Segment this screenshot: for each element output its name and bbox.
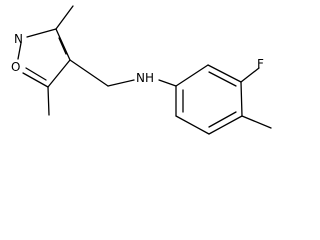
bond-methyl-c5 [47, 86, 50, 116]
bond-ar2-ar3-inner [208, 71, 237, 87]
bond-c4-c5 [47, 59, 71, 88]
bond-c4-ch2 [69, 59, 109, 87]
molecule-structure: N O NH F [11, 5, 272, 135]
bond-ch2-nh [107, 79, 135, 87]
bond-c5-o-inner [25, 67, 47, 81]
bond-ar3-ar4 [240, 81, 243, 117]
bond-ar4-ar5 [208, 115, 243, 135]
bond-nh-ring [158, 79, 177, 87]
bond-ar1-ar2 [175, 64, 209, 87]
atom-label-o: O [11, 60, 20, 74]
bond-ar2-ar3 [207, 64, 242, 83]
bond-n-c3 [26, 28, 57, 38]
atom-label-f: F [257, 57, 264, 71]
bond-ar4-methyl [241, 115, 272, 129]
bond-ar4-ar5-inner [208, 111, 237, 128]
bond-c5-o [22, 72, 49, 88]
atom-label-n: N [14, 32, 23, 46]
bond-n-o [17, 42, 22, 60]
bond-ar5-ar6 [175, 115, 210, 135]
bond-ar3-f [240, 67, 260, 83]
bond-methyl-c3 [55, 5, 74, 30]
bond-c3-c4 [55, 28, 71, 61]
atom-label-nh: NH [136, 71, 154, 85]
structure-canvas: N O NH F [11, 5, 272, 135]
bond-c3-c4-inner [58, 37, 67, 55]
